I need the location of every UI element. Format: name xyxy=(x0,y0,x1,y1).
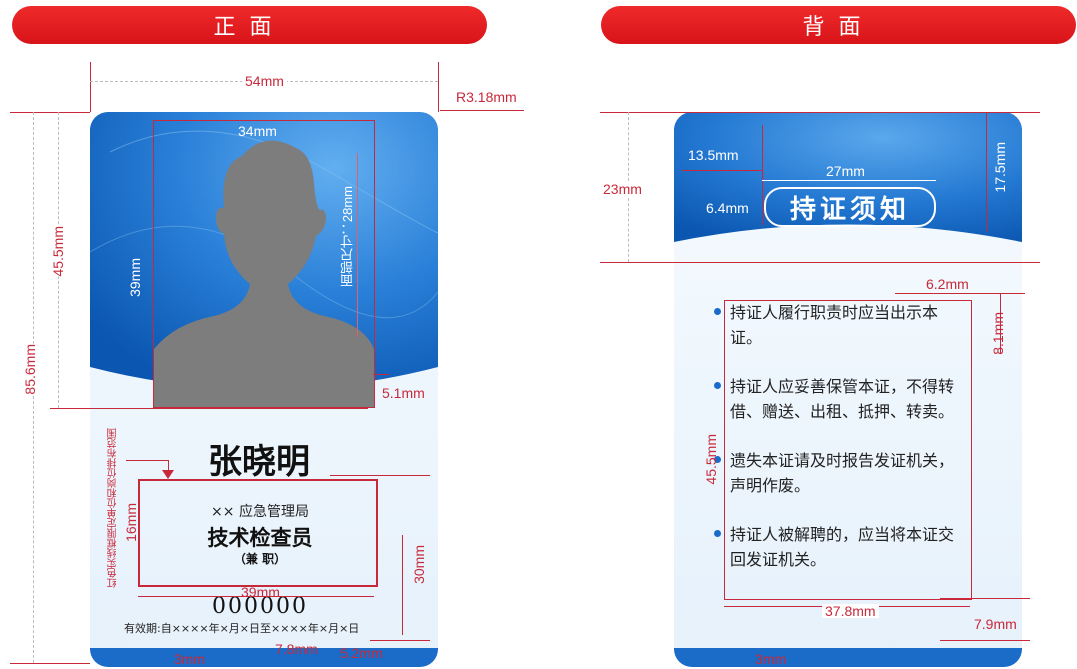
dim-title-width: 27mm xyxy=(826,163,865,179)
dim-text-top: 8.1mm xyxy=(990,312,1006,355)
notice-item-text: 持证人被解聘的，应当将本证交回发证机关。 xyxy=(730,525,955,569)
dim-line xyxy=(126,460,168,461)
back-header-label: 背面 xyxy=(802,15,875,40)
dim-bottom-mid: 7.8mm xyxy=(275,641,318,657)
notice-text-frame xyxy=(724,300,972,600)
dim-line xyxy=(682,170,762,171)
dim-line xyxy=(600,112,1040,113)
dim-line xyxy=(402,535,403,635)
dim-line xyxy=(168,460,169,474)
dim-line xyxy=(940,598,1030,599)
dim-photo-bottom: 5.1mm xyxy=(382,385,425,401)
dim-red-area: 30mm xyxy=(411,545,427,584)
dim-bottom-left: 3mm xyxy=(174,651,206,667)
photo-frame xyxy=(153,120,375,408)
validity-text: 有效期:自××××年×月×日至××××年×月×日 xyxy=(124,622,360,635)
bullet-icon xyxy=(714,382,721,389)
front-bottom-strip xyxy=(90,648,438,667)
back-header: 背面 xyxy=(601,6,1076,44)
org-name: ×× 应急管理局 xyxy=(211,504,309,520)
dim-line xyxy=(138,596,374,597)
dim-blue-height: 17.5mm xyxy=(992,142,1008,193)
holder-name: 张晓明 xyxy=(208,442,310,482)
dim-text-height: 45.5mm xyxy=(703,434,719,485)
dim-line xyxy=(895,293,1025,294)
dim-line xyxy=(440,110,524,111)
arrow-down-icon xyxy=(162,470,174,479)
dim-text-right: 6.2mm xyxy=(926,276,969,292)
dim-corner-radius: R3.18mm xyxy=(456,89,517,105)
dim-face-size: 面部尺寸：28mm xyxy=(340,186,355,288)
notice-title-pill xyxy=(764,187,936,227)
bullet-icon xyxy=(714,308,721,315)
dim-line xyxy=(762,125,763,225)
dim-text-bottom: 7.9mm xyxy=(974,616,1017,632)
dim-line xyxy=(600,262,1040,263)
dim-line xyxy=(373,374,389,375)
notice-item: 持证人履行职责时应当出示本证。 xyxy=(714,300,966,350)
dim-line xyxy=(10,112,90,113)
dim-text-width: 37.8mm xyxy=(822,604,879,618)
dim-blue-height: 45.5mm xyxy=(50,226,66,277)
dim-line xyxy=(10,663,90,664)
notice-title: 持证须知 xyxy=(789,195,910,225)
part-time-label: （兼 职） xyxy=(233,552,287,566)
front-card: 张晓明 ×× 应急管理局 技术检查员 （兼 职） 000000 有效期:自×××… xyxy=(90,112,438,667)
job-title: 技术检查员 xyxy=(207,526,313,550)
dim-line xyxy=(1000,293,1001,353)
dim-line xyxy=(940,640,1030,641)
side-note: 红色实线框限定单位和岗位排布范围 xyxy=(108,428,119,588)
notice-item: 遗失本证请及时报告发证机关，声明作废。 xyxy=(714,448,966,498)
dim-card-height: 85.6mm xyxy=(22,344,38,395)
dim-line xyxy=(762,180,936,181)
dim-box-height: 16mm xyxy=(123,503,139,542)
dim-title-height: 6.4mm xyxy=(706,200,749,216)
dim-photo-width: 34mm xyxy=(238,123,277,139)
dim-line xyxy=(330,475,430,476)
back-bottom-strip xyxy=(674,648,1022,667)
card-number: 000000 xyxy=(212,594,308,619)
front-header-label: 正面 xyxy=(213,15,286,40)
dim-line xyxy=(370,640,430,641)
dim-line xyxy=(357,153,358,337)
notice-item-text: 持证人履行职责时应当出示本证。 xyxy=(730,303,939,347)
dim-bottom-left-back: 3mm xyxy=(755,651,787,667)
dim-line xyxy=(986,112,987,232)
photo-silhouette xyxy=(154,140,374,408)
notice-item: 持证人应妥善保管本证，不得转借、赠送、出租、抵押、转卖。 xyxy=(714,374,966,424)
dim-photo-height: 39mm xyxy=(127,258,143,297)
info-box xyxy=(138,479,378,587)
dim-line xyxy=(90,62,91,112)
dim-bottom-right: 5.2mm xyxy=(340,645,383,661)
bullet-icon xyxy=(714,530,721,537)
dim-line xyxy=(438,62,439,112)
dim-left-margin: 13.5mm xyxy=(688,147,739,163)
dim-box-width: 39mm xyxy=(241,584,280,600)
front-header: 正面 xyxy=(12,6,487,44)
notice-item: 持证人被解聘的，应当将本证交回发证机关。 xyxy=(714,522,966,572)
dim-line xyxy=(50,408,368,409)
dim-top-area: 23mm xyxy=(603,181,642,197)
notice-item-text: 遗失本证请及时报告发证机关，声明作废。 xyxy=(730,451,955,495)
back-card: 持证须知 持证人履行职责时应当出示本证。 持证人应妥善保管本证，不得转借、赠送、… xyxy=(674,112,1022,667)
bullet-icon xyxy=(714,456,721,463)
notice-item-text: 持证人应妥善保管本证，不得转借、赠送、出租、抵押、转卖。 xyxy=(730,377,955,421)
notice-list: 持证人履行职责时应当出示本证。 持证人应妥善保管本证，不得转借、赠送、出租、抵押… xyxy=(712,300,966,596)
dim-card-width: 54mm xyxy=(242,74,287,88)
